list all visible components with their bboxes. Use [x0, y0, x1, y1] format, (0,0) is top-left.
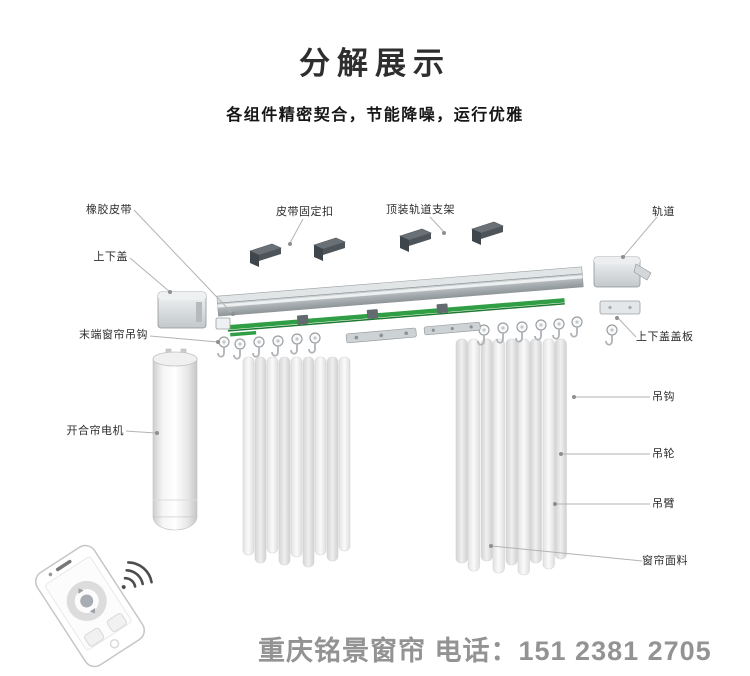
label-end-curtain-hook: 末端窗帘吊钩 [79, 329, 148, 341]
phone-button-right [106, 613, 127, 632]
track-rail [216, 266, 584, 317]
label-cover-plate: 上下盖盖板 [636, 331, 694, 343]
belt-clip [296, 314, 309, 325]
watermark-contact: 重庆铭景窗帘 电话：151 2381 2705 [258, 636, 712, 666]
phone-camera [48, 572, 53, 577]
label-top-bottom-cover: 上下盖 [93, 251, 128, 263]
label-ceiling-track-bracket: 顶装轨道支架 [386, 204, 455, 216]
page-title: 分解展示 [299, 46, 451, 81]
curtain-fabric-left-panel [242, 356, 351, 568]
label-curtain-fabric: 窗帘面料 [642, 555, 688, 567]
phone-button-left [84, 627, 105, 647]
label-hanging-hook: 吊钩 [652, 391, 675, 403]
belt-clip [366, 309, 379, 319]
hanging-arm-brackets [345, 321, 481, 344]
phone-speaker [55, 559, 72, 572]
control-dial [66, 580, 107, 621]
label-hanging-wheel: 吊轮 [652, 448, 675, 460]
cover-plate-part [599, 300, 641, 315]
label-curtain-motor: 开合帘电机 [66, 425, 124, 437]
belt-clip [436, 303, 449, 314]
curtain-fabric-right-panel [455, 338, 567, 576]
leader-lines [125, 209, 658, 562]
drive-belt [227, 298, 565, 337]
ceiling-brackets [249, 221, 504, 268]
leader-dots [155, 231, 625, 548]
label-belt-fixing-buckle: 皮带固定扣 [276, 206, 334, 218]
home-button [109, 638, 120, 649]
left-end-housing [157, 291, 231, 330]
label-hanging-arm: 吊臂 [652, 498, 675, 510]
label-rubber-belt: 橡胶皮带 [86, 204, 132, 216]
motor-cylinder [152, 348, 198, 531]
wireless-signal-icon [121, 561, 153, 590]
dial-center-button [80, 594, 94, 608]
right-end-cap [593, 256, 652, 288]
page-subtitle: 各组件精密契合，节能降噪，运行优雅 [226, 107, 524, 124]
remote-phone [34, 544, 146, 668]
label-track: 轨道 [652, 206, 675, 218]
